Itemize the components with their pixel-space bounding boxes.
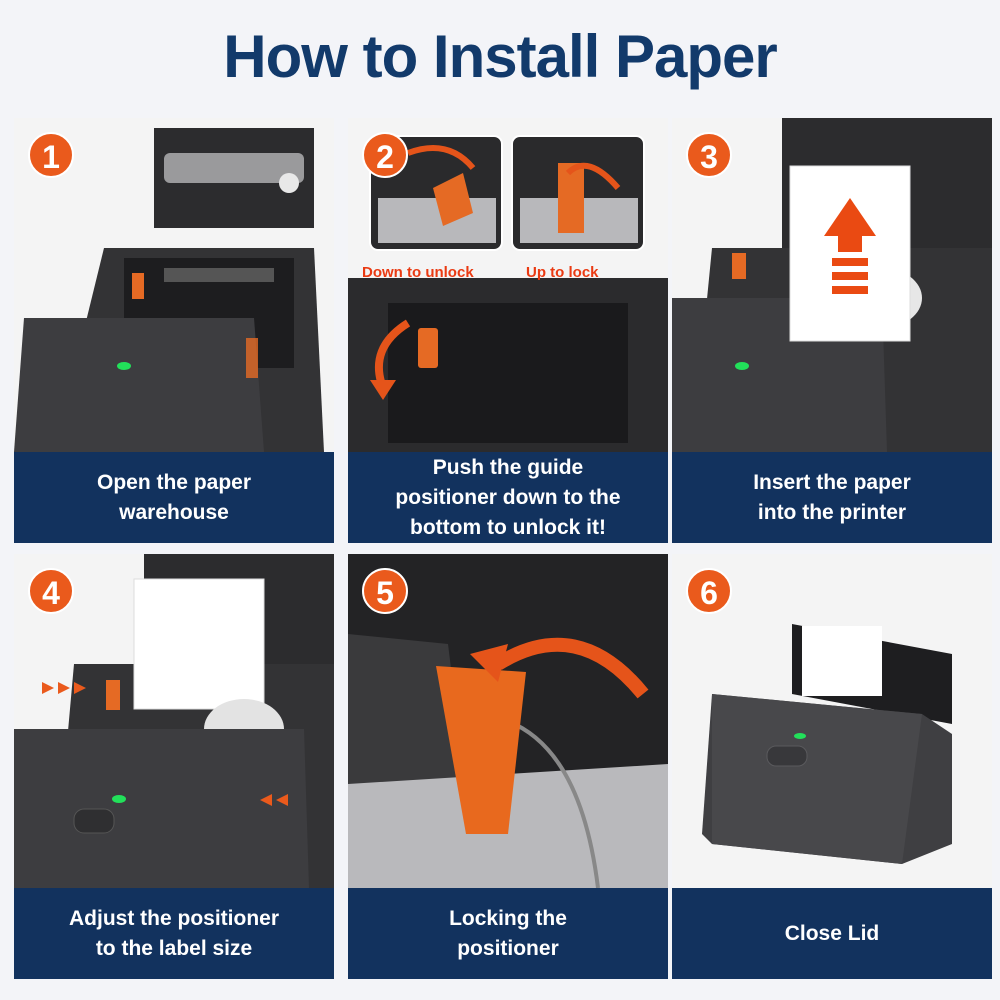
adjust-positioner-image (14, 554, 334, 888)
printer-open-lid-image: YINSITOM (14, 118, 334, 452)
step-number-badge: 1 (28, 132, 74, 178)
step-panel-4: 4 Adjust the positioner to the label siz… (14, 554, 334, 979)
insert-paper-image (672, 118, 992, 452)
page-title: How to Install Paper (223, 23, 777, 90)
down-to-unlock-label: Down to unlock (362, 264, 474, 281)
step-number-badge: 4 (28, 568, 74, 614)
step-panel-3: 3 Insert the paper into the printer (672, 118, 992, 543)
step-caption: Open the paper warehouse (14, 452, 334, 543)
step-panel-1: YINSITOM 1 Open the paper warehouse (14, 118, 334, 543)
step-caption: Insert the paper into the printer (672, 452, 992, 543)
step-panel-5: 5 Locking the positioner (348, 554, 668, 979)
step-number-badge: 5 (362, 568, 408, 614)
step-caption: Push the guide positioner down to the bo… (348, 452, 668, 543)
step-number-badge: 3 (686, 132, 732, 178)
step-caption: Close Lid (672, 888, 992, 979)
step-number-badge: 2 (362, 132, 408, 178)
closed-printer-image (672, 554, 992, 888)
guide-unlock-image (348, 118, 668, 452)
locking-positioner-image (348, 554, 668, 888)
step-panel-2: 2 Down to unlock Up to lock Push the gui… (348, 118, 668, 543)
step-panel-6: 6 Close Lid (672, 554, 992, 979)
step-caption: Locking the positioner (348, 888, 668, 979)
step-caption: Adjust the positioner to the label size (14, 888, 334, 979)
step-number-badge: 6 (686, 568, 732, 614)
up-to-lock-label: Up to lock (526, 264, 599, 281)
